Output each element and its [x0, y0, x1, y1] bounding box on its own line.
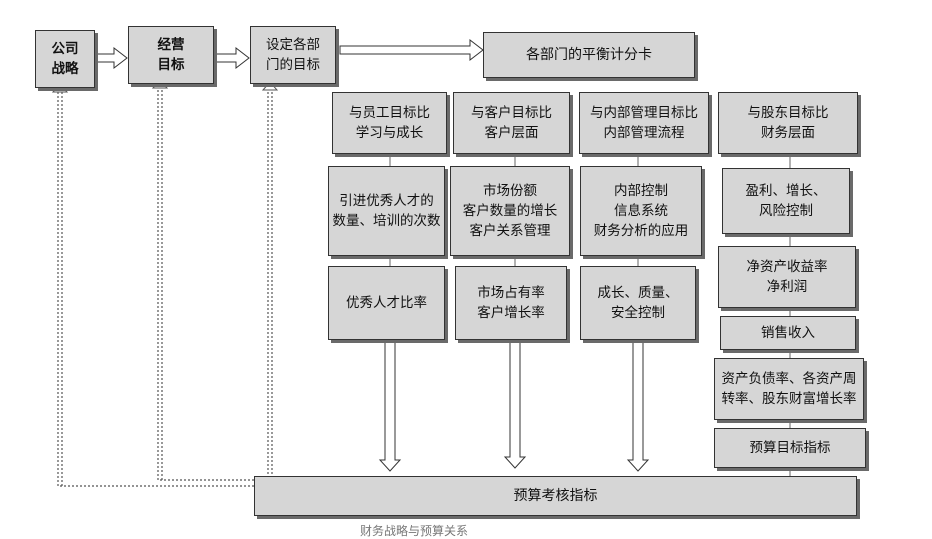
down-arrow-col1 — [378, 339, 402, 472]
bsc-box: 各部门的平衡计分卡 — [483, 32, 695, 78]
feedback-lines — [57, 88, 273, 487]
column-1-item-2: 优秀人才比率 — [328, 266, 445, 340]
column-4-item-4: 资产负债率、各资产周 转率、股东财富增长率 — [714, 358, 864, 420]
column-2-item-1: 市场份额 客户数量的增长 客户关系管理 — [450, 166, 570, 256]
down-arrow-col3 — [626, 339, 650, 472]
column-3-item-1: 内部控制 信息系统 财务分析的应用 — [580, 166, 702, 256]
flow-arrow-1 — [95, 46, 128, 70]
column-2-header: 与客户目标比 客户层面 — [453, 92, 570, 154]
feedback-arrowheads — [51, 79, 279, 93]
column-3-header: 与内部管理目标比 内部管理流程 — [579, 92, 709, 154]
column-2-item-2: 市场占有率 客户增长率 — [455, 266, 567, 340]
down-arrow-col2 — [503, 339, 527, 469]
column-4-item-3: 销售收入 — [720, 316, 856, 350]
strategy-box: 公司 战略 — [35, 30, 95, 88]
column-1-item-1: 引进优秀人才的 数量、培训的次数 — [328, 166, 445, 256]
column-3-item-2: 成长、质量、 安全控制 — [580, 266, 696, 340]
figure-caption: 财务战略与预算关系 — [360, 524, 469, 538]
flow-arrow-3 — [339, 38, 484, 62]
budget-assessment-bar: 预算考核指标 — [254, 476, 857, 516]
column-4-item-5: 预算目标指标 — [714, 428, 866, 468]
column-1-header: 与员工目标比 学习与成长 — [332, 92, 447, 154]
column-4-header: 与股东目标比 财务层面 — [718, 92, 858, 154]
flow-arrow-2 — [214, 46, 250, 70]
column-4-item-2: 净资产收益率 净利润 — [718, 246, 856, 308]
column-4-item-1: 盈利、增长、 风险控制 — [722, 168, 850, 234]
business-goal-box: 经营 目标 — [128, 26, 214, 84]
dept-goal-box: 设定各部 门的目标 — [250, 26, 336, 84]
